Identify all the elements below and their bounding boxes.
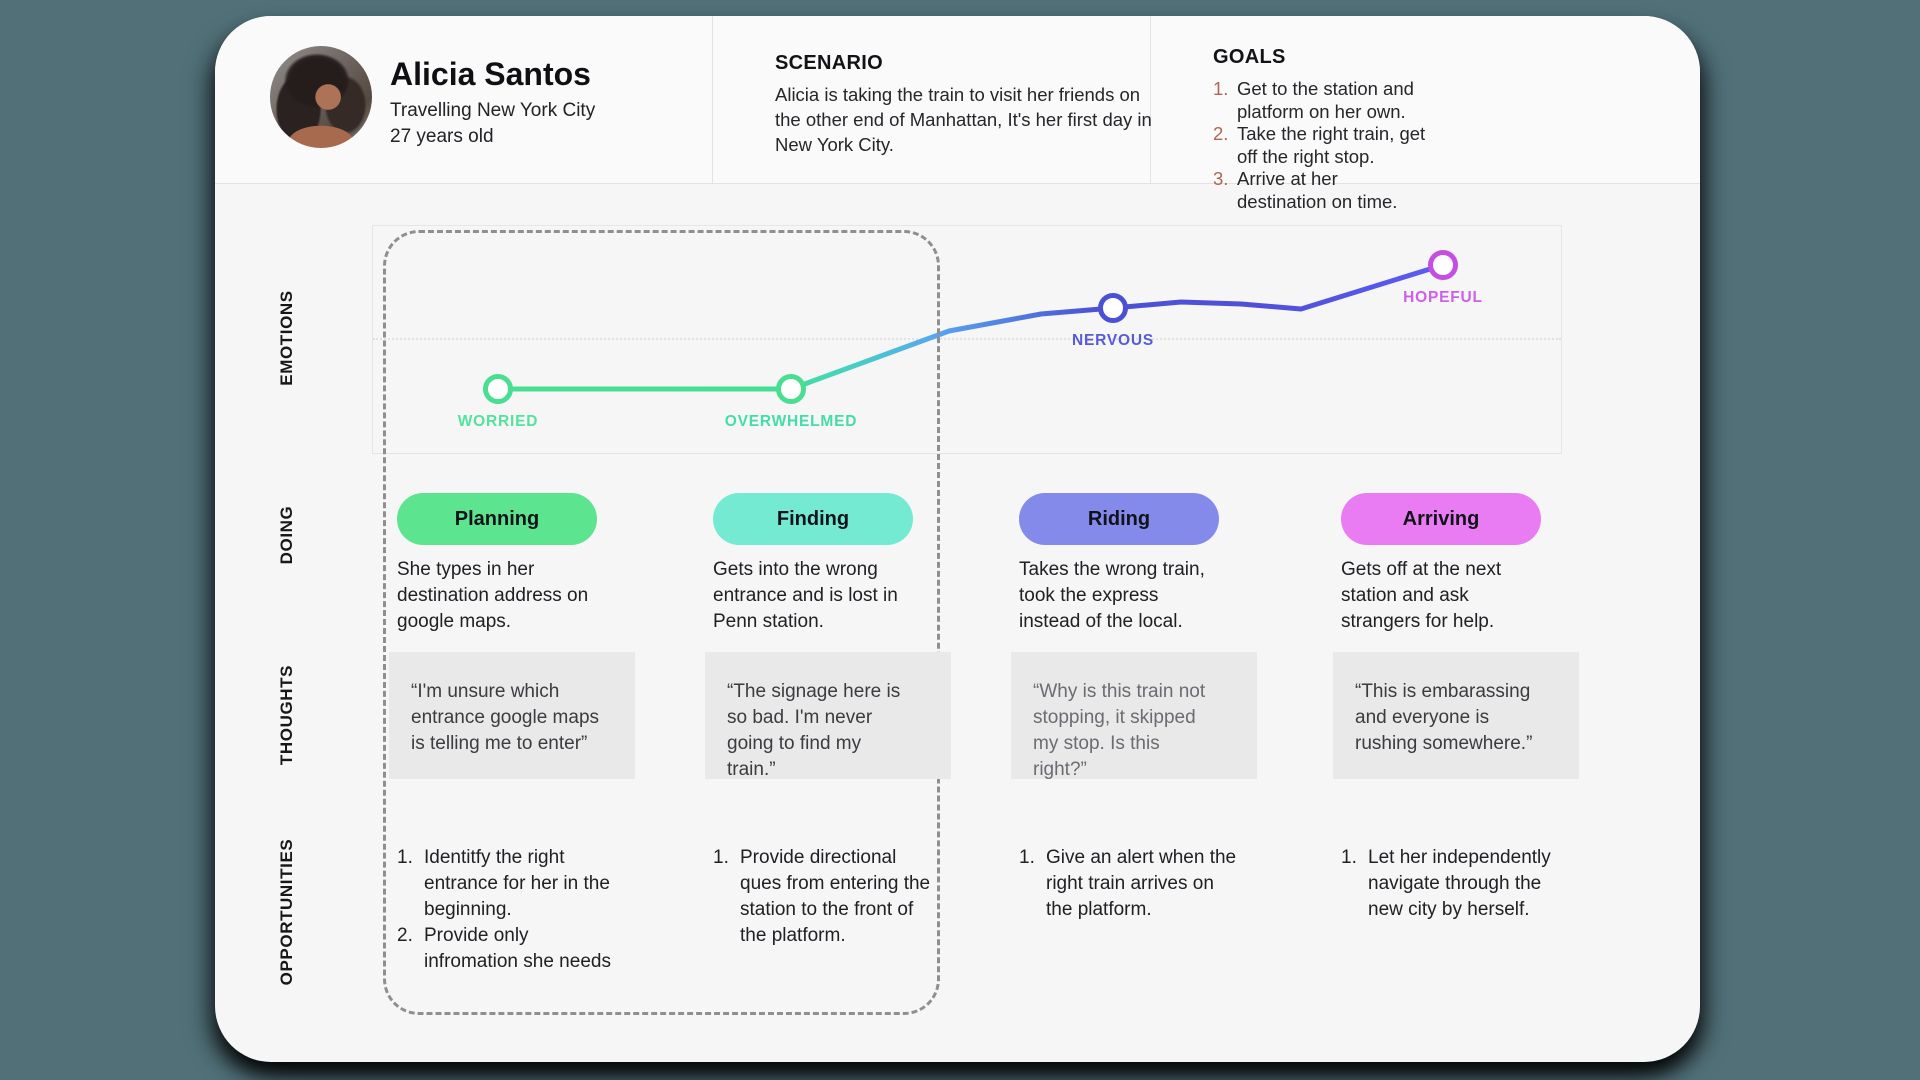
- emotion-point-nervous: [1098, 293, 1128, 323]
- doing-planning: She types in her destination address on …: [397, 559, 589, 632]
- emotion-point-overwhelmed: [776, 374, 806, 404]
- row-label-emotions: EMOTIONS: [277, 290, 296, 386]
- persona-age: 27 years old: [390, 126, 494, 147]
- list-item: 1.Identitfy the right entrance for her i…: [397, 847, 610, 920]
- scenario-text: Alicia is taking the train to visit her …: [775, 84, 1152, 155]
- list-item: 2.Provide only infromation she needs: [397, 925, 611, 972]
- emotion-label-nervous: NERVOUS: [1072, 332, 1154, 349]
- emotion-point-hopeful: [1428, 250, 1458, 280]
- doing-riding: Takes the wrong train, took the express …: [1019, 559, 1205, 632]
- persona-name: Alicia Santos: [390, 56, 591, 92]
- doing-finding: Gets into the wrong entrance and is lost…: [713, 559, 898, 632]
- emotion-label-worried: WORRIED: [457, 413, 539, 430]
- header-divider: [1150, 16, 1151, 183]
- thought-planning: “I'm unsure which entrance google maps i…: [389, 652, 635, 779]
- row-label-doing: DOING: [277, 505, 296, 565]
- highlight-dashed-zone: [383, 230, 940, 1015]
- thought-quote: “I'm unsure which entrance google maps i…: [411, 681, 600, 754]
- persona-descriptor: Travelling New York City: [390, 100, 596, 121]
- stage-pill-finding: Finding: [713, 493, 913, 545]
- list-item: 1.Give an alert when the right train arr…: [1019, 847, 1237, 920]
- thought-finding: “The signage here is so bad. I'm never g…: [705, 652, 951, 780]
- journey-map-card: Alicia Santos Travelling New York City 2…: [215, 16, 1700, 1062]
- row-label-thoughts: THOUGHTS: [277, 664, 296, 766]
- persona-header: Alicia Santos Travelling New York City 2…: [215, 16, 1700, 212]
- scenario-heading: SCENARIO: [775, 52, 883, 74]
- header-divider: [712, 16, 713, 183]
- doing-arriving: Gets off at the next station and ask str…: [1341, 559, 1502, 632]
- goals-list: 1.Get to the station and platform on her…: [1213, 78, 1633, 213]
- list-item: 3.Arrive at her destination on time.: [1213, 168, 1398, 212]
- thought-riding: “Why is this train not stopping, it skip…: [1011, 652, 1257, 780]
- opportunities-planning: 1.Identitfy the right entrance for her i…: [397, 845, 627, 975]
- list-item: 1.Get to the station and platform on her…: [1213, 78, 1414, 122]
- stage-pill-planning: Planning: [397, 493, 597, 545]
- row-label-opportunities: OPPORTUNITIES: [277, 838, 296, 986]
- list-item: 1.Let her independently navigate through…: [1341, 847, 1551, 920]
- opportunities-finding: 1.Provide directional ques from entering…: [713, 845, 943, 949]
- chart-baseline: [373, 338, 1561, 340]
- avatar: [270, 46, 372, 148]
- stage-pill-arriving: Arriving: [1341, 493, 1541, 545]
- stage-pill-riding: Riding: [1019, 493, 1219, 545]
- list-item: 1.Provide directional ques from entering…: [713, 847, 931, 946]
- emotion-label-overwhelmed: OVERWHELMED: [724, 413, 858, 430]
- emotion-curve: [483, 250, 1458, 404]
- thought-quote: “Why is this train not stopping, it skip…: [1033, 681, 1206, 780]
- list-item: 2.Take the right train, get off the righ…: [1213, 123, 1426, 167]
- thought-arriving: “This is embarassing and everyone is rus…: [1333, 652, 1579, 779]
- emotion-label-hopeful: HOPEFUL: [1403, 289, 1483, 306]
- thought-quote: “The signage here is so bad. I'm never g…: [727, 681, 901, 780]
- opportunities-riding: 1.Give an alert when the right train arr…: [1019, 845, 1249, 923]
- goals-heading: GOALS: [1213, 46, 1286, 68]
- emotions-chart: WORRIED OVERWHELMED NERVOUS HOPEFUL: [372, 225, 1562, 454]
- opportunities-arriving: 1.Let her independently navigate through…: [1341, 845, 1571, 923]
- thought-quote: “This is embarassing and everyone is rus…: [1355, 681, 1533, 754]
- emotion-point-worried: [483, 374, 513, 404]
